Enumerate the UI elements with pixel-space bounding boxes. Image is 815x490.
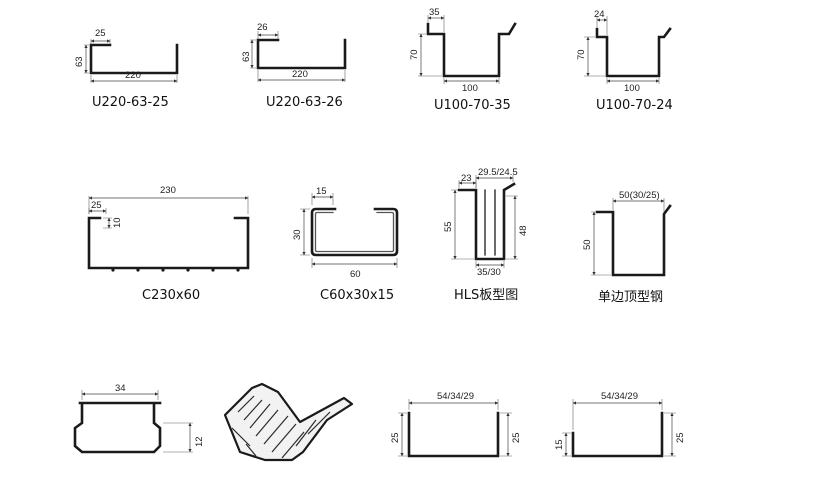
dim-notched-track-width: 34 [115, 383, 126, 394]
dim-channel-54-a-right-height: 25 [511, 432, 522, 443]
dim-u220-63-25-width: 220 [125, 70, 141, 81]
profile-channel-54-a-shape [407, 411, 500, 458]
dim-hls-top: 29.5/24.5 [478, 167, 518, 178]
dim-u100-70-35-flange: 35 [429, 7, 440, 18]
profile-u220-63-25: 25 63 220 U220-63-25 [74, 28, 179, 110]
dim-hls-flange: 23 [461, 173, 472, 184]
caption-u100-70-35: U100-70-35 [434, 98, 511, 113]
profile-single-side-top-shape [595, 204, 672, 277]
profile-c60x30x15-shape [310, 207, 399, 257]
dim-hls-inner-height: 48 [518, 225, 529, 236]
profile-u100-70-24: 24 70 100 U100-70-24 [576, 9, 673, 113]
dim-c230x60-width: 230 [160, 185, 176, 196]
dim-single-side-height: 50 [582, 239, 593, 250]
dim-c230x60-return: 10 [112, 217, 123, 228]
profile-u100-70-35-shape [426, 22, 517, 78]
profile-c230x60: 230 25 10 C230x60 [87, 185, 250, 303]
caption-single-side-top: 单边顶型钢 [598, 290, 663, 305]
dim-u220-63-26-height: 63 [241, 51, 252, 62]
profile-channel-54-b-shape [571, 411, 664, 458]
dim-channel-54-a-width: 54/34/29 [437, 391, 474, 402]
dim-hls-bottom: 35/30 [477, 267, 501, 278]
caption-u100-70-24: U100-70-24 [596, 98, 673, 113]
dim-c230x60-lip: 25 [91, 200, 102, 211]
profile-single-side-top: 50(30/25) 50 单边顶型钢 [582, 190, 672, 305]
dim-u220-63-26-flange: 26 [257, 22, 268, 33]
dim-u220-63-25-height: 63 [74, 56, 85, 67]
dim-u100-70-35-width: 100 [462, 83, 478, 94]
profile-u100-70-24-shape [595, 27, 672, 78]
dim-u220-63-25-flange: 25 [95, 28, 106, 39]
caption-u220-63-25: U220-63-25 [92, 95, 169, 110]
dim-u220-63-26-width: 220 [292, 69, 308, 80]
profile-u220-63-25-shape [89, 43, 179, 75]
caption-hls: HLS板型图 [454, 288, 518, 303]
dim-hls-height: 55 [443, 221, 454, 232]
profile-c60x30x15: 15 30 60 C60x30x15 [292, 186, 399, 303]
dim-notched-track-height: 12 [194, 436, 205, 447]
profile-notched-track-shape [73, 401, 162, 454]
dim-channel-54-b-width: 54/34/29 [601, 391, 638, 402]
profile-hls-shape [457, 182, 516, 261]
dim-channel-54-b-right-height: 25 [675, 432, 686, 443]
dim-u100-70-24-flange: 24 [594, 9, 605, 20]
caption-c60x30x15: C60x30x15 [320, 288, 394, 303]
caption-c230x60: C230x60 [142, 288, 200, 303]
profile-u220-63-26-shape [256, 38, 347, 70]
dim-channel-54-a-left-height: 25 [390, 432, 401, 443]
profile-channel-54-b: 54/34/29 15 25 [554, 391, 686, 458]
dim-c60x30x15-width: 60 [350, 269, 361, 280]
dim-channel-54-b-left-height: 15 [554, 439, 565, 450]
dim-c60x30x15-lip: 15 [316, 186, 327, 197]
roll-former-illustration [223, 382, 354, 462]
dim-single-side-width: 50(30/25) [619, 190, 660, 201]
dim-u100-70-35-height: 70 [409, 49, 420, 60]
profile-u100-70-35: 35 70 100 U100-70-35 [409, 7, 517, 113]
profile-u220-63-26: 26 63 220 U220-63-26 [241, 22, 347, 110]
dim-c60x30x15-height: 30 [292, 229, 303, 240]
profile-notched-track: 34 12 [73, 383, 205, 454]
dim-u100-70-24-height: 70 [576, 49, 587, 60]
profile-c230x60-shape [87, 216, 250, 270]
dim-u100-70-24-width: 100 [624, 83, 640, 94]
caption-u220-63-26: U220-63-26 [266, 95, 343, 110]
profile-hls: 23 29.5/24.5 55 48 35/30 HLS板型图 [443, 167, 529, 303]
profile-channel-54-a: 54/34/29 25 25 [390, 391, 522, 458]
